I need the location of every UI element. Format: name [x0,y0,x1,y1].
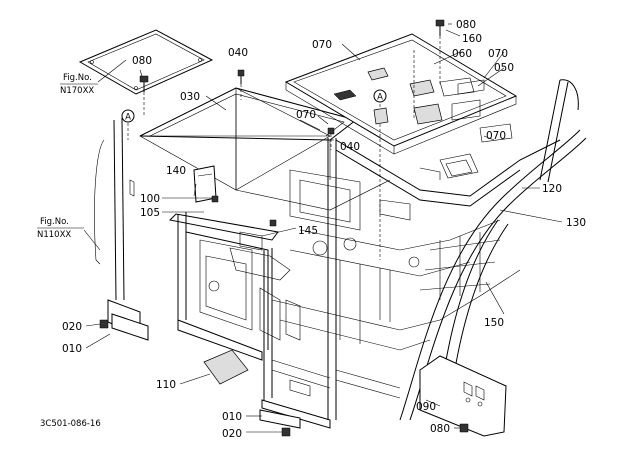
callout-130: 130 [566,217,586,229]
callout-160: 160 [462,33,482,45]
callout-060: 060 [452,48,472,60]
callout-070-lower-right: 070 [486,130,506,142]
callout-070-top: 070 [312,39,332,51]
callout-070-middle: 070 [296,109,316,121]
callout-145: 145 [298,225,318,237]
ref-marker-a-left: A [121,109,135,123]
fig-ref-n110-line1: Fig.No. [40,217,69,227]
callout-120: 120 [542,183,562,195]
top-left-panel [78,29,214,95]
callouts: 080 040 030 070 080 160 060 070 050 070 … [62,19,586,440]
fig-ref-n170: Fig.No. N170XX [60,73,98,96]
callout-105: 105 [140,207,160,219]
step-010-left [111,313,149,341]
fig-ref-n110-line2: N110XX [37,230,71,240]
panel-090 [419,355,507,437]
callout-080-top-left: 080 [132,55,152,67]
callout-080-top-right: 080 [456,19,476,31]
fig-ref-n170-line2: N170XX [60,86,94,96]
roof-panel [284,33,518,180]
callout-080-bottom: 080 [430,423,450,435]
figure-code: 3C501-086-16 [40,419,101,429]
ref-marker-a-left-label: A [125,113,131,123]
ref-marker-a-right: A [373,89,387,103]
callout-040-middle: 040 [340,141,360,153]
callout-070-right: 070 [488,48,508,60]
leader-lines [83,23,563,433]
callout-010-left: 010 [62,343,82,355]
callout-010-bottom: 010 [222,411,242,423]
fig-ref-n170-line1: Fig.No. [63,73,92,83]
callout-110: 110 [156,379,176,391]
callout-100: 100 [140,193,160,205]
marker-a-target [373,107,389,125]
callout-040-top: 040 [228,47,248,59]
plate-110 [203,349,249,385]
callout-140: 140 [166,165,186,177]
callout-020-left: 020 [62,321,82,333]
callout-150: 150 [484,317,504,329]
bolts [99,19,469,437]
ref-marker-a-right-label: A [377,93,383,103]
step-010-right [259,409,301,429]
callout-030: 030 [180,91,200,103]
cab-frame [94,79,587,429]
fig-ref-n110: Fig.No. N110XX [37,217,84,240]
callout-020-bottom: 020 [222,428,242,440]
callout-090: 090 [416,401,436,413]
callout-050: 050 [494,62,514,74]
